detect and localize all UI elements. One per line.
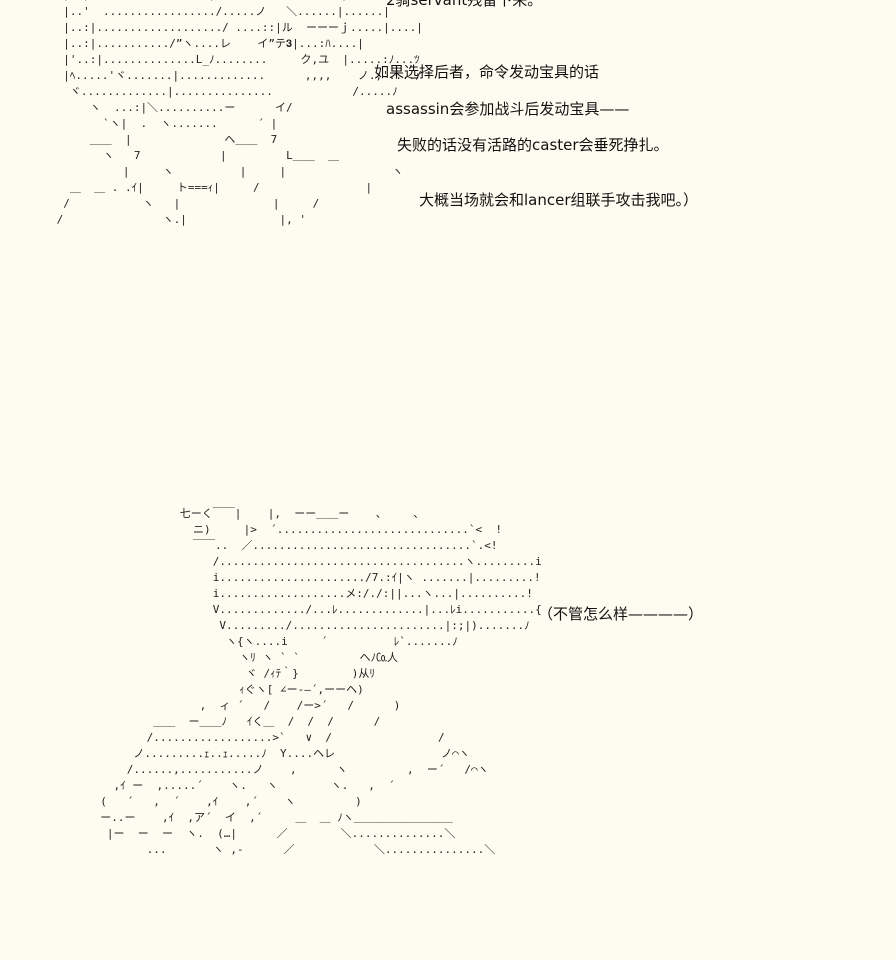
- narration-line-2: 如果选择后者，命令发动宝具的话: [374, 63, 600, 81]
- thought-line-1: （不管怎么样————）: [538, 605, 704, 623]
- ascii-art-top: , , ...............,...... .........., |…: [56, 0, 423, 226]
- narration-line-3: assassin会参加战斗后发动宝具——: [386, 100, 630, 118]
- ascii-art-bottom: 七ーく￣￣| |, ーー＿＿ー 、 、 ニ) |> ´.............…: [100, 507, 542, 856]
- narration-line-5: 大概当场就会和lancer组联手攻击我吧。）: [419, 191, 699, 209]
- narration-line-1: 2骑servant残留下来。: [386, 0, 543, 9]
- bottom-panel: 七ーく￣￣| |, ーー＿＿ー 、 、 ニ) |> ´.............…: [0, 500, 896, 940]
- narration-line-4: 失败的话没有活路的caster会垂死挣扎。: [397, 136, 669, 154]
- top-panel: , , ...............,...... .........., |…: [0, 0, 896, 270]
